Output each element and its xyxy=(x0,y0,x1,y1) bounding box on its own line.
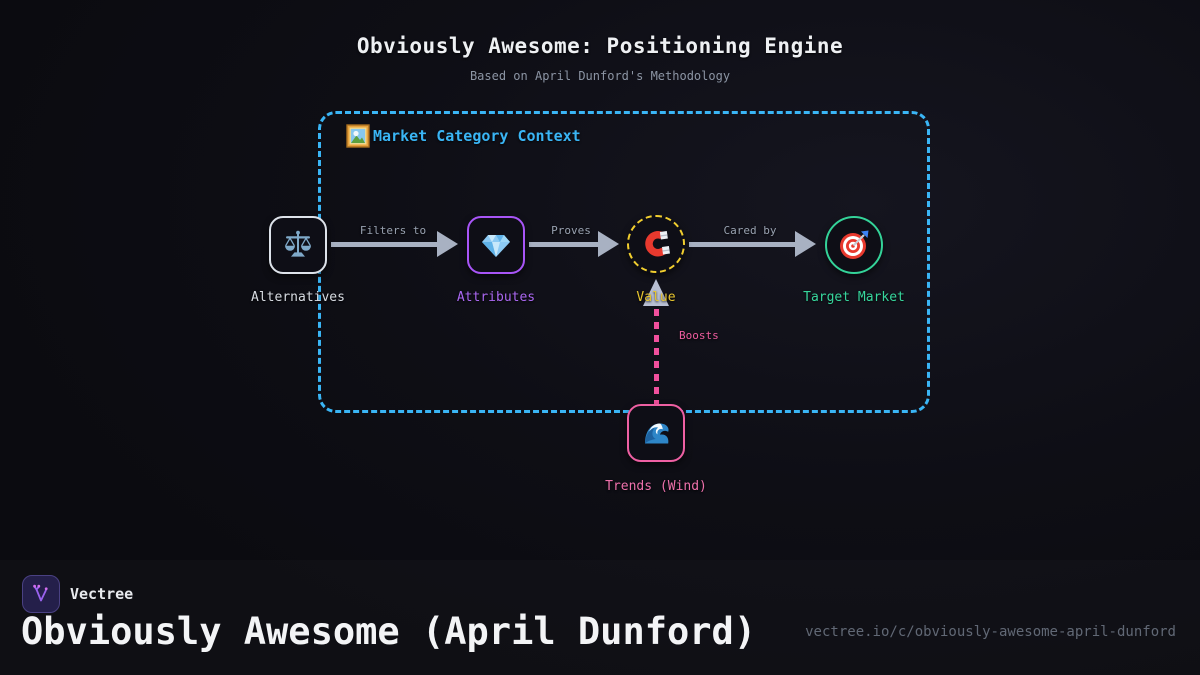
node-attributes-label: Attributes xyxy=(456,290,536,305)
edge-filters-to-arrowhead-icon xyxy=(437,231,458,257)
vectree-logo-icon xyxy=(29,582,53,606)
node-value-label: Value xyxy=(636,290,676,305)
page-subtitle: Based on April Dunford's Methodology xyxy=(469,69,731,83)
brand-name: Vectree xyxy=(70,585,134,603)
footer-title: Obviously Awesome (April Dunford) xyxy=(21,610,757,653)
edge-cared-by-line xyxy=(689,242,795,247)
node-target-market-label: Target Market xyxy=(803,290,905,305)
market-category-label: Market Category Context xyxy=(346,124,581,148)
edge-proves-label: Proves xyxy=(551,224,591,237)
footer-url[interactable]: vectree.io/c/obviously-awesome-april-dun… xyxy=(805,624,1176,640)
edge-filters-to-label: Filters to xyxy=(359,224,427,237)
page-title: Obviously Awesome: Positioning Engine xyxy=(356,34,844,58)
edge-cared-by-label: Cared by xyxy=(723,224,777,237)
edge-boosts-label: Boosts xyxy=(679,329,719,342)
edge-boosts-arrowhead-icon xyxy=(643,279,669,306)
edge-proves-arrowhead-icon xyxy=(598,231,619,257)
node-trends[interactable] xyxy=(627,404,685,462)
market-category-label-text: Market Category Context xyxy=(373,127,581,145)
edge-boosts-line xyxy=(654,309,659,405)
framed-picture-icon xyxy=(346,124,370,148)
edge-filters-to-line xyxy=(331,242,437,247)
node-value[interactable] xyxy=(627,215,685,273)
vectree-logo xyxy=(22,575,60,613)
node-alternatives-label: Alternatives xyxy=(251,290,345,305)
balance-scale-icon xyxy=(282,229,314,261)
node-alternatives[interactable] xyxy=(269,216,327,274)
node-trends-label: Trends (Wind) xyxy=(605,479,707,494)
edge-proves-line xyxy=(529,242,598,247)
wave-icon xyxy=(640,417,672,449)
target-icon xyxy=(837,228,871,262)
gem-icon xyxy=(480,229,512,261)
magnet-icon xyxy=(640,228,672,260)
edge-cared-by-arrowhead-icon xyxy=(795,231,816,257)
node-attributes[interactable] xyxy=(467,216,525,274)
node-target-market[interactable] xyxy=(825,216,883,274)
